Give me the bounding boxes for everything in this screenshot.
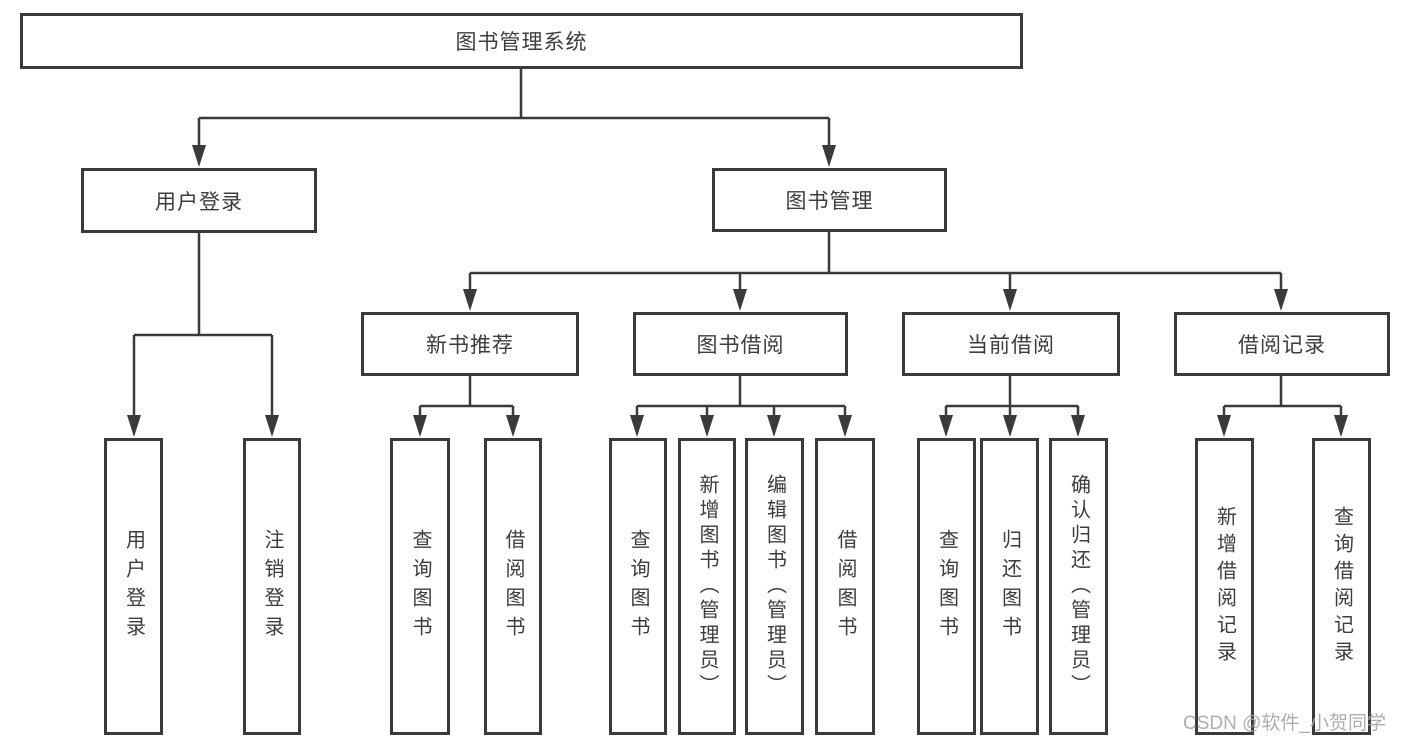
leaf-query-borrow-record-label: 查询借阅记录 [1330, 505, 1353, 668]
node-user-login: 用户登录 [81, 168, 317, 233]
node-root-label: 图书管理系统 [455, 31, 588, 54]
leaf-query-book-2: 查询图书 [609, 438, 667, 735]
leaf-query-book-1-label: 查询图书 [409, 528, 431, 645]
leaf-logout: 注销登录 [243, 438, 301, 735]
leaf-add-book: 新增图书（管理员） [678, 438, 736, 735]
watermark: CSDN @软件_小贺同学 [1183, 713, 1386, 734]
node-book-management: 图书管理 [712, 168, 947, 232]
node-borrow-record-label: 借阅记录 [1238, 334, 1326, 357]
leaf-return-book: 归还图书 [980, 438, 1039, 735]
leaf-user-login: 用户登录 [104, 438, 163, 735]
node-book-management-label: 图书管理 [785, 190, 874, 213]
leaf-edit-book: 编辑图书（管理员） [745, 438, 804, 735]
leaf-confirm-return: 确认归还（管理员） [1049, 438, 1108, 735]
leaf-return-book-label: 归还图书 [998, 528, 1021, 645]
leaf-add-book-label: 新增图书（管理员） [696, 474, 718, 699]
leaf-query-book-3: 查询图书 [917, 438, 976, 735]
node-root: 图书管理系统 [20, 13, 1023, 69]
leaf-borrow-book-1: 借阅图书 [484, 438, 542, 735]
node-new-book-recommend: 新书推荐 [361, 312, 579, 376]
leaf-user-login-label: 用户登录 [122, 528, 145, 645]
leaf-borrow-book-2: 借阅图书 [815, 438, 875, 735]
leaf-query-book-2-label: 查询图书 [627, 528, 649, 645]
node-book-borrow: 图书借阅 [633, 312, 848, 376]
leaf-add-borrow-record-label: 新增借阅记录 [1213, 505, 1236, 668]
leaf-edit-book-label: 编辑图书（管理员） [763, 474, 786, 699]
leaf-borrow-book-1-label: 借阅图书 [502, 528, 524, 645]
node-current-borrow-label: 当前借阅 [967, 334, 1055, 357]
leaf-query-book-1: 查询图书 [390, 438, 450, 735]
leaf-confirm-return-label: 确认归还（管理员） [1067, 474, 1090, 699]
node-user-login-label: 用户登录 [155, 190, 243, 214]
leaf-add-borrow-record: 新增借阅记录 [1195, 438, 1254, 735]
node-current-borrow: 当前借阅 [902, 312, 1120, 376]
node-borrow-record: 借阅记录 [1174, 312, 1390, 376]
leaf-borrow-book-2-label: 借阅图书 [834, 528, 856, 645]
leaf-logout-label: 注销登录 [261, 528, 283, 645]
leaf-query-book-3-label: 查询图书 [935, 528, 958, 645]
leaf-query-borrow-record: 查询借阅记录 [1312, 438, 1371, 735]
node-book-borrow-label: 图书借阅 [696, 334, 785, 357]
node-new-book-recommend-label: 新书推荐 [426, 334, 514, 357]
